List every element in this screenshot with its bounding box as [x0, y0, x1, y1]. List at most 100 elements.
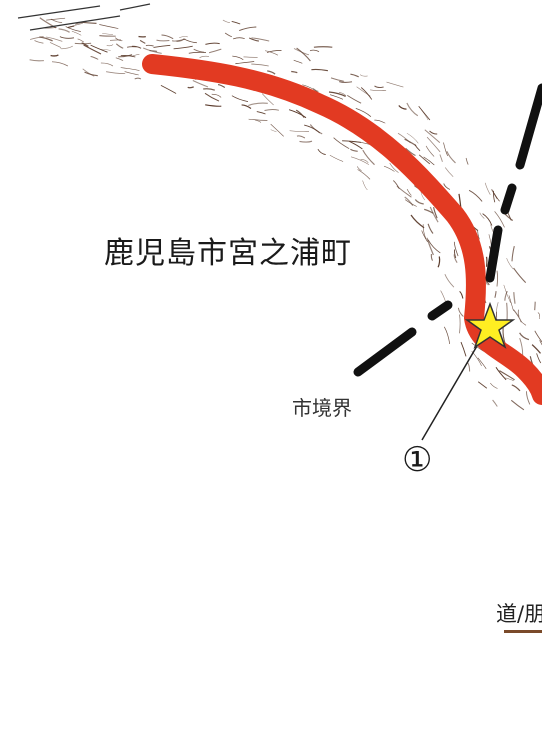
terrain-stroke: [330, 77, 344, 82]
terrain-stroke: [499, 370, 515, 381]
terrain-stroke: [421, 109, 429, 121]
terrain-stroke: [443, 183, 451, 190]
terrain-stroke: [468, 189, 483, 202]
terrain-stroke: [494, 211, 505, 228]
terrain-stroke: [422, 224, 427, 239]
terrain-stroke: [90, 44, 108, 53]
terrain-stroke: [29, 59, 44, 62]
terrain-stroke: [339, 81, 353, 83]
terrain-stroke: [531, 344, 541, 354]
terrain-stroke: [39, 17, 57, 29]
terrain-stroke: [362, 180, 368, 191]
leader-line: [421, 333, 485, 441]
terrain-stroke: [429, 206, 439, 223]
terrain-stroke: [426, 237, 434, 256]
terrain-stroke: [106, 44, 114, 47]
terrain-stroke: [374, 119, 386, 124]
terrain-stroke: [106, 71, 126, 74]
terrain-stroke: [77, 38, 85, 43]
terrain-stroke: [101, 49, 111, 51]
terrain-stroke: [264, 109, 279, 111]
terrain-stroke: [211, 93, 222, 98]
terrain-stroke: [439, 154, 443, 162]
terrain-stroke: [266, 50, 282, 53]
terrain-stroke: [248, 37, 259, 42]
terrain-stroke: [109, 39, 121, 41]
terrain-stroke: [241, 104, 252, 109]
terrain-stroke: [118, 54, 133, 58]
terrain-stroke: [405, 147, 416, 157]
terrain-stroke: [362, 149, 375, 166]
terrain-stroke: [396, 185, 412, 198]
terrain-stroke: [426, 136, 441, 153]
terrain-stroke: [414, 144, 421, 152]
terrain-stroke: [357, 169, 371, 180]
terrain-stroke: [420, 191, 426, 201]
terrain-stroke: [84, 71, 98, 77]
terrain-stroke: [176, 38, 185, 42]
terrain-stroke: [511, 245, 515, 262]
terrain-stroke: [505, 377, 514, 382]
terrain-stroke: [494, 291, 497, 298]
terrain-stroke: [208, 48, 222, 54]
terrain-stroke: [459, 290, 464, 299]
terrain-stroke: [81, 42, 89, 47]
terrain-stroke: [398, 105, 407, 110]
terrain-stroke: [504, 290, 508, 301]
terrain-stroke: [453, 241, 459, 257]
terrain-stroke: [520, 320, 527, 326]
terrain-stroke: [173, 45, 193, 50]
terrain-stroke: [457, 307, 464, 317]
terrain-stroke: [313, 46, 333, 48]
terrain-stroke: [328, 91, 346, 97]
terrain-stroke: [429, 130, 438, 135]
terrain-stroke: [360, 159, 369, 163]
terrain-stroke: [251, 63, 269, 67]
terrain-stroke: [270, 123, 284, 137]
terrain-stroke: [153, 44, 171, 48]
terrain-stroke: [183, 38, 197, 44]
terrain-stroke: [67, 25, 75, 29]
terrain-stroke: [59, 36, 75, 39]
city-boundary-line: [353, 83, 542, 377]
terrain-stroke: [477, 381, 488, 389]
terrain-stroke: [477, 229, 480, 240]
terrain-stroke: [312, 87, 319, 92]
city-border-label: 市境界: [292, 396, 352, 420]
terrain-stroke: [58, 28, 70, 33]
terrain-stroke: [404, 199, 417, 207]
terrain-stroke: [239, 26, 257, 32]
terrain-stroke: [443, 142, 448, 157]
terrain-stroke: [205, 42, 220, 45]
terrain-stroke: [179, 36, 188, 38]
terrain-stroke: [519, 332, 530, 341]
terrain-stroke: [356, 166, 362, 172]
terrain-stroke: [329, 154, 344, 162]
terrain-stroke: [114, 37, 123, 42]
terrain-stroke: [446, 151, 456, 164]
terrain-stroke: [404, 196, 414, 206]
terrain-stroke: [265, 50, 279, 56]
terrain-stroke: [224, 32, 232, 38]
terrain-stroke: [406, 188, 412, 196]
terrain-stroke: [29, 15, 121, 31]
terrain-stroke: [418, 106, 431, 121]
terrain-stroke: [466, 361, 471, 372]
terrain-stroke: [160, 85, 177, 94]
terrain-stroke: [309, 124, 323, 135]
terrain-stroke: [34, 40, 44, 44]
terrain-stroke: [333, 137, 350, 150]
terrain-stroke: [222, 19, 231, 23]
terrain-stroke: [423, 156, 435, 166]
terrain-stroke: [465, 157, 469, 165]
terrain-stroke: [349, 140, 363, 150]
terrain-stroke: [444, 167, 454, 178]
terrain-stroke: [251, 37, 270, 42]
terrain-stroke: [39, 36, 53, 42]
terrain-stroke: [232, 55, 244, 60]
terrain-stroke: [288, 109, 307, 119]
terrain-stroke: [479, 212, 485, 219]
terrain-stroke: [296, 47, 311, 62]
terrain-stroke: [83, 44, 102, 55]
terrain-stroke: [70, 23, 83, 28]
